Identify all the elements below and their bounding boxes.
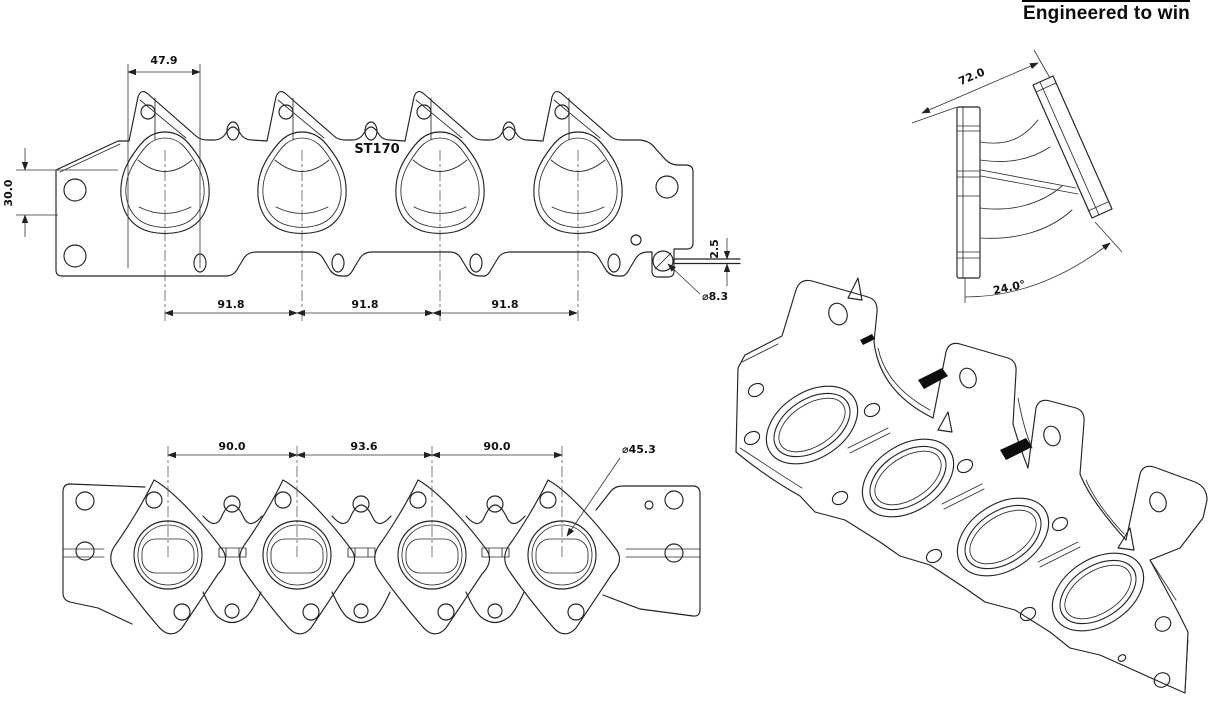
iso-plate-outline xyxy=(735,279,1208,694)
dim-2-5-label: 2.5 xyxy=(708,239,721,259)
dim-90-a-label: 90.0 xyxy=(218,440,245,453)
dim-91-8-b-label: 91.8 xyxy=(351,298,378,311)
dim-47-9-label: 47.9 xyxy=(150,54,177,67)
logo-cropped-strip xyxy=(1022,0,1190,2)
front-view-drawing: 90.0 93.6 90.0 ⌀45.3 xyxy=(62,440,701,635)
gusset-hole xyxy=(278,104,294,120)
front-view-mid-band xyxy=(62,547,701,558)
gusset-hole xyxy=(554,104,570,120)
gusset-hole xyxy=(140,104,156,120)
iso-ports xyxy=(765,385,1145,632)
part-label: ST170 xyxy=(354,142,399,157)
iso-dark-marks xyxy=(860,334,1032,460)
dim-93-6-label: 93.6 xyxy=(350,440,377,453)
top-view-outline xyxy=(55,91,741,278)
iso-bolt-holes xyxy=(743,382,1172,688)
top-view-dimensions: 47.9 30.0 91.8 91.8 91.8 2.5 ⌀8.3 xyxy=(2,54,731,317)
gusset-hole xyxy=(416,104,432,120)
front-view-port-flanges xyxy=(110,446,621,635)
side-view-body xyxy=(956,75,1113,279)
dim-30-0-label: 30.0 xyxy=(2,179,15,206)
port xyxy=(395,131,485,322)
iso-bracket-holes xyxy=(828,302,1167,513)
iso-view-drawing xyxy=(735,277,1208,694)
dim-91-8-a-label: 91.8 xyxy=(217,298,244,311)
brand-tagline: Engineered to win xyxy=(1022,3,1190,24)
dim-45-3-label: ⌀45.3 xyxy=(622,443,656,456)
port-flange xyxy=(374,446,491,635)
port xyxy=(120,131,210,322)
port xyxy=(257,131,347,322)
port-flange xyxy=(239,446,356,635)
dim-8-3-label: ⌀8.3 xyxy=(702,290,728,303)
dia-8-3-hole xyxy=(652,250,674,272)
top-view-ports xyxy=(120,131,623,322)
iso-spikes xyxy=(847,277,1135,551)
dim-91-8-c-label: 91.8 xyxy=(491,298,518,311)
top-view-slots-and-holes xyxy=(63,121,679,273)
side-view-drawing: 72.0 24.0° xyxy=(911,49,1123,303)
dim-72-0-label: 72.0 xyxy=(957,65,987,88)
port-flange xyxy=(504,446,621,635)
top-view-gusset-details xyxy=(139,97,601,141)
iso-rails xyxy=(847,427,1081,568)
dim-90-b-label: 90.0 xyxy=(483,440,510,453)
front-view-end-tabs xyxy=(62,483,701,625)
port xyxy=(533,131,623,322)
port-flange xyxy=(110,446,227,635)
front-view-dimensions: 90.0 93.6 90.0 ⌀45.3 xyxy=(167,440,656,537)
top-view-drawing: 47.9 30.0 91.8 91.8 91.8 2.5 ⌀8.3 ST170 xyxy=(2,54,741,322)
front-view-webs xyxy=(202,495,526,624)
